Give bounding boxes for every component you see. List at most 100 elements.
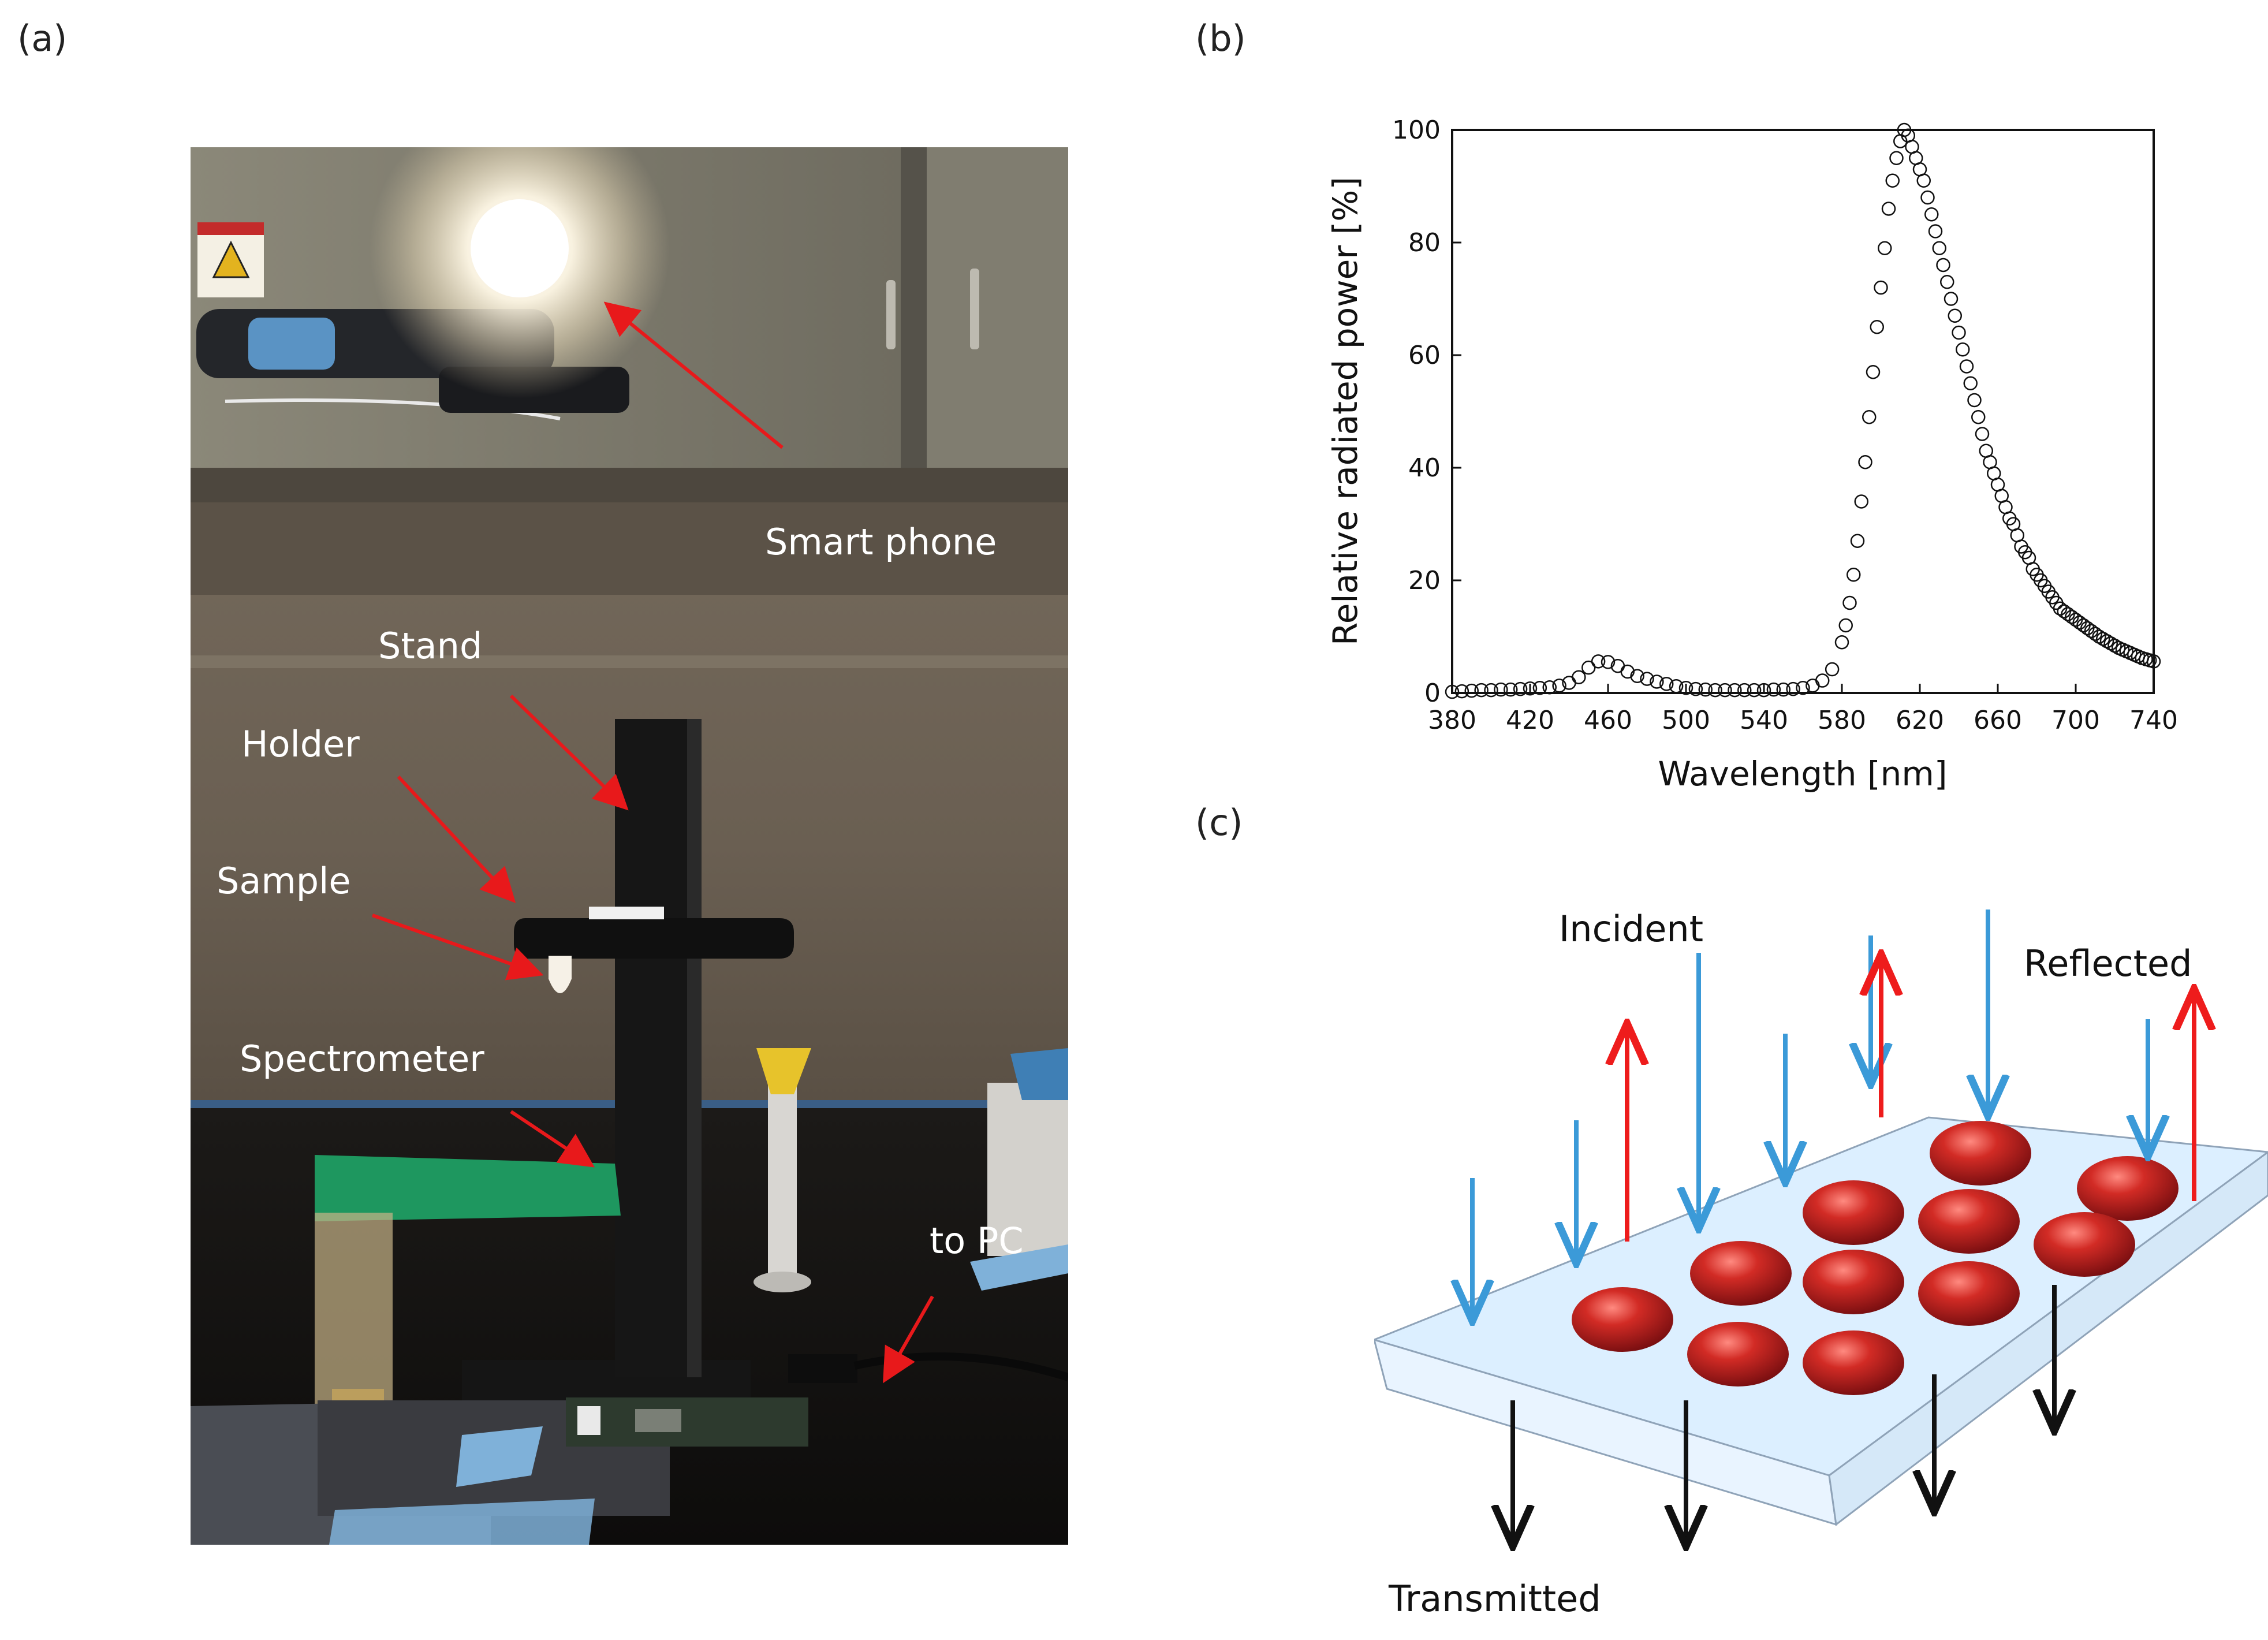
- sphere: [1803, 1330, 1904, 1395]
- sphere: [2077, 1156, 2179, 1221]
- data-point: [1678, 680, 1693, 695]
- circuit-board: [566, 1397, 808, 1447]
- label-to-pc: to PC: [930, 1220, 1024, 1262]
- y-tick-label: 60: [1408, 341, 1441, 370]
- holder-arm: [514, 918, 794, 959]
- arrow-stand: [509, 694, 629, 811]
- data-point: [1737, 683, 1752, 698]
- data-point: [1952, 325, 1966, 340]
- data-point: [1504, 682, 1518, 697]
- label-transmitted: Transmitted: [1388, 1578, 1601, 1620]
- data-point: [1747, 683, 1762, 698]
- gas-valve: [768, 1060, 797, 1279]
- data-point: [1601, 655, 1616, 669]
- label-holder: Holder: [241, 723, 360, 765]
- data-point: [1850, 534, 1865, 548]
- arrow-smart-phone: [603, 301, 784, 449]
- data-point: [1874, 280, 1888, 295]
- label-smart-phone: Smart phone: [765, 521, 997, 563]
- light-interaction-diagram: Incident Reflected Transmitted: [1374, 908, 2268, 1620]
- y-axis-label: Relative radiated power [%]: [1326, 177, 1365, 646]
- data-point: [1956, 342, 1970, 357]
- data-point: [1963, 376, 1978, 390]
- setup-photo: Smart phone Stand Holder Sample Spectrom…: [191, 147, 1068, 1545]
- arrow-spectrometer: [510, 1110, 595, 1168]
- data-point: [1847, 568, 1861, 582]
- data-point: [1975, 427, 1990, 441]
- x-tick-label: 700: [2051, 706, 2100, 735]
- data-point: [1542, 680, 1557, 695]
- x-tick-label: 660: [1974, 706, 2022, 735]
- data-point: [1591, 654, 1606, 669]
- data-point: [1971, 410, 1986, 424]
- data-point: [1940, 275, 1954, 289]
- x-tick-label: 620: [1896, 706, 1944, 735]
- reflected-arrows: [1627, 959, 2194, 1242]
- x-tick-label: 420: [1506, 706, 1554, 735]
- data-point: [1756, 683, 1771, 698]
- sphere: [1690, 1241, 1792, 1306]
- data-point: [1936, 258, 1950, 273]
- label-reflected: Reflected: [2024, 942, 2192, 985]
- x-tick-label: 740: [2129, 706, 2178, 735]
- data-point: [1916, 173, 1931, 188]
- data-point: [1815, 673, 1830, 688]
- data-point: [1688, 681, 1703, 696]
- data-point: [1669, 679, 1684, 694]
- sphere: [1930, 1121, 2031, 1186]
- data-point: [1858, 455, 1872, 469]
- data-point: [1659, 677, 1674, 691]
- data-point: [1454, 684, 1469, 699]
- x-tick-label: 500: [1662, 706, 1710, 735]
- data-point: [1650, 674, 1664, 689]
- cabinet-right: [927, 147, 1068, 468]
- data-point: [1532, 680, 1547, 695]
- warning-triangle-icon: [212, 240, 250, 278]
- y-tick-label: 20: [1408, 566, 1441, 595]
- data-point: [1889, 151, 1904, 165]
- x-tick-label: 580: [1818, 706, 1866, 735]
- data-point: [1881, 202, 1896, 216]
- x-tick-label: 380: [1428, 706, 1476, 735]
- data-point: [1708, 683, 1722, 698]
- x-tick-label: 540: [1740, 706, 1788, 735]
- data-point: [1920, 190, 1935, 205]
- data-point: [1825, 662, 1840, 677]
- sphere: [1918, 1261, 2020, 1326]
- data-point: [1786, 681, 1800, 696]
- data-point: [1572, 670, 1586, 684]
- arrow-holder: [397, 775, 516, 903]
- data-point: [1870, 320, 1884, 334]
- data-point: [1838, 618, 1853, 633]
- sphere: [2034, 1212, 2135, 1277]
- data-point: [1967, 393, 1982, 408]
- sample-tube: [549, 956, 572, 993]
- panel-label-a: (a): [17, 17, 68, 59]
- panel-label-c: (c): [1195, 802, 1243, 844]
- data-point: [1513, 681, 1528, 696]
- incident-arrows: [1472, 910, 2148, 1317]
- data-point: [1523, 681, 1538, 696]
- arrow-sample: [372, 914, 544, 981]
- cabinet-handle: [970, 269, 979, 349]
- label-sample: Sample: [217, 860, 350, 902]
- data-point: [1640, 672, 1654, 686]
- data-point: [1944, 292, 1959, 306]
- data-point: [1948, 308, 1962, 323]
- data-point: [1776, 682, 1790, 697]
- data-point: [1885, 173, 1900, 188]
- data-point: [1862, 410, 1877, 424]
- data-point: [1445, 684, 1460, 699]
- data-point: [1494, 682, 1508, 697]
- data-point: [1766, 682, 1781, 697]
- data-point: [1959, 359, 1974, 374]
- data-point: [1854, 494, 1868, 509]
- data-point: [1552, 679, 1566, 693]
- y-tick-label: 80: [1408, 228, 1441, 258]
- panel-label-b: (b): [1195, 17, 1246, 59]
- data-point: [1878, 241, 1892, 255]
- data-point: [1728, 683, 1742, 698]
- sphere-array: [1572, 1121, 2179, 1395]
